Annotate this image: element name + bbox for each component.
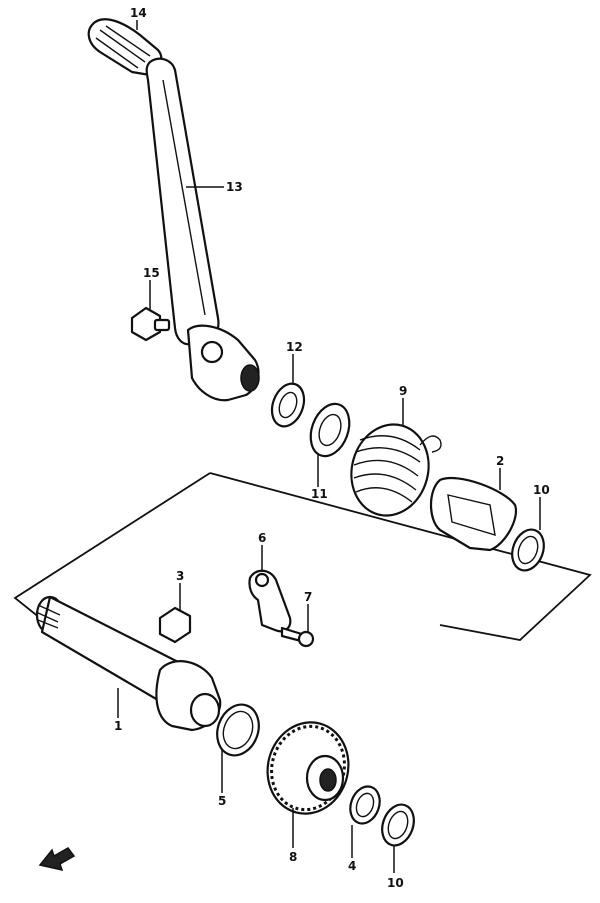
label-8: 8 xyxy=(289,850,297,864)
spring-guide xyxy=(429,476,518,552)
circlip-lower xyxy=(381,803,415,847)
leader-lines xyxy=(117,20,541,873)
label-10-upper: 10 xyxy=(533,483,550,497)
label-7: 7 xyxy=(304,590,312,604)
label-1: 1 xyxy=(114,719,122,733)
return-spring xyxy=(350,423,442,517)
kick-drive-gear xyxy=(266,721,350,815)
arrow-down-left-icon xyxy=(38,847,76,872)
label-6: 6 xyxy=(258,531,266,545)
kick-guide xyxy=(248,569,292,633)
label-11: 11 xyxy=(311,487,328,501)
label-4: 4 xyxy=(348,859,356,873)
label-12: 12 xyxy=(286,340,303,354)
case-outline xyxy=(209,472,592,641)
kick-starter-lever xyxy=(145,57,260,402)
label-14: 14 xyxy=(130,6,147,20)
stopper xyxy=(158,606,192,644)
label-2: 2 xyxy=(496,454,504,468)
label-10-lower: 10 xyxy=(387,876,404,890)
label-5: 5 xyxy=(218,794,226,808)
label-15: 15 xyxy=(143,266,160,280)
circlip-5 xyxy=(216,703,260,757)
label-13: 13 xyxy=(226,180,243,194)
part-labels: 14 13 15 12 9 11 2 10 3 6 7 1 5 8 4 10 xyxy=(114,6,550,890)
label-9: 9 xyxy=(399,384,407,398)
washer-4 xyxy=(349,785,381,825)
lever-bolt xyxy=(130,306,171,342)
guide-screw xyxy=(280,626,315,648)
circlip-upper xyxy=(511,528,545,572)
washer-11 xyxy=(309,402,351,458)
label-3: 3 xyxy=(176,569,184,583)
kick-starter-shaft xyxy=(35,595,222,732)
oil-seal xyxy=(270,382,306,428)
